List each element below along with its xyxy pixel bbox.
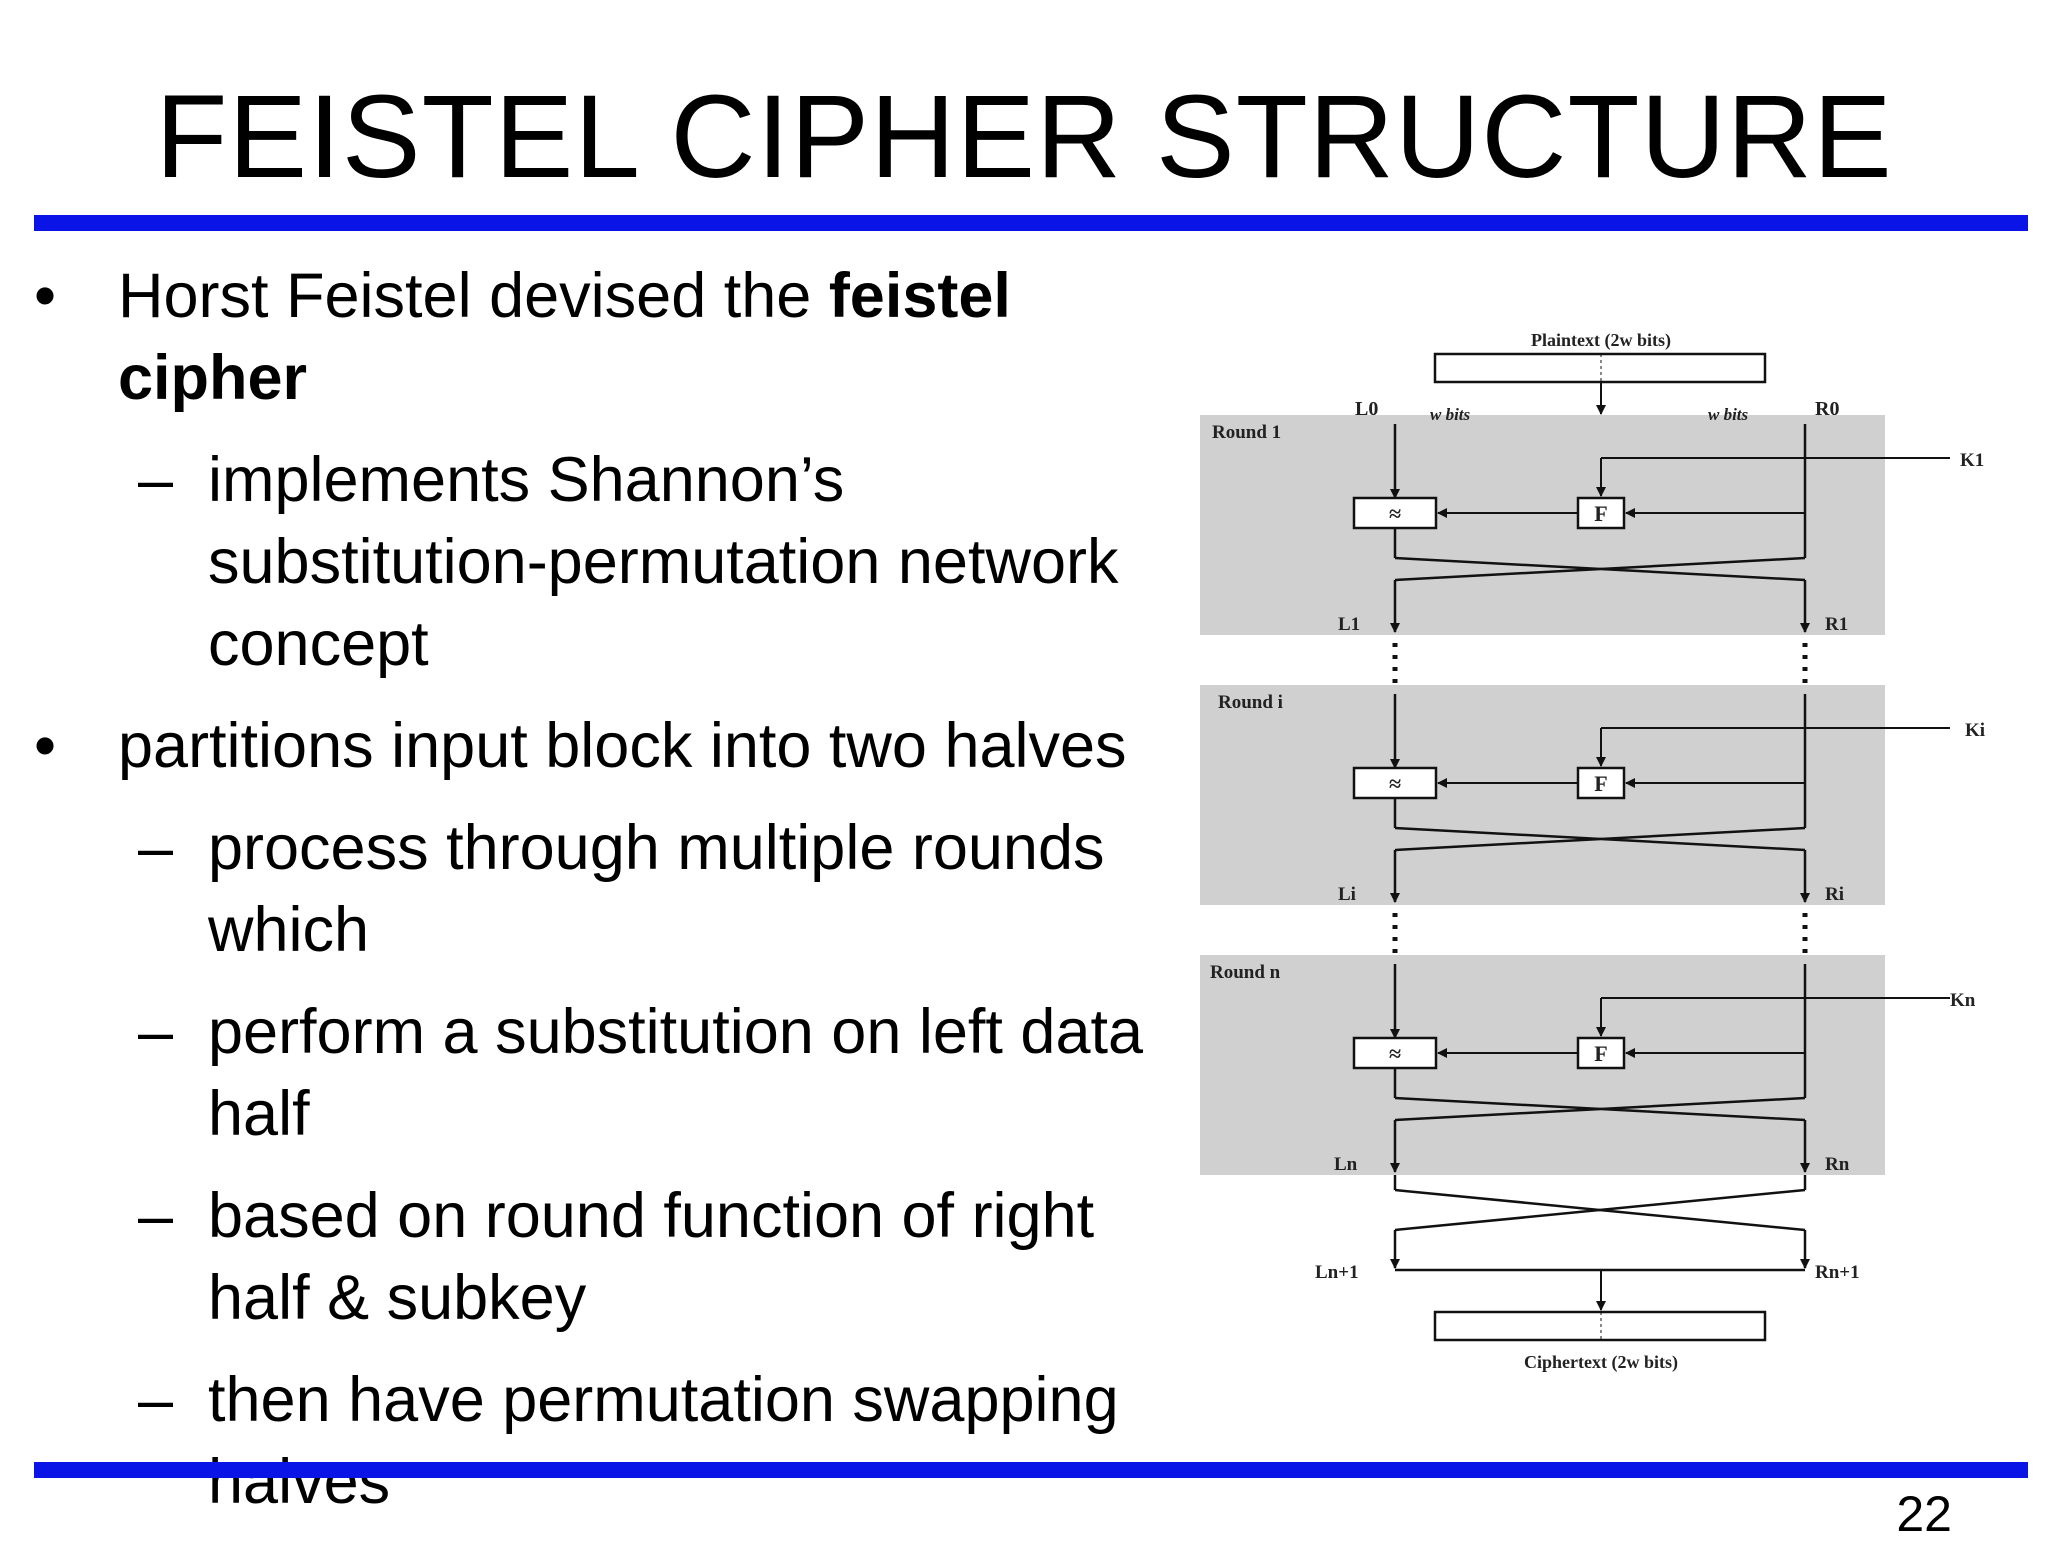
ciphertext-box (1433, 1310, 1767, 1342)
rn1-label: Rn+1 (1815, 1262, 1860, 1283)
bullet-dot-icon: • (34, 711, 57, 781)
ln-label: Ln (1334, 1154, 1358, 1175)
feistel-diagram-svg: Plaintext (2w bits) L0 R0 w bits w bits … (1200, 330, 1985, 1373)
xor-icon: ≈ (1389, 501, 1401, 526)
bullet-text: partitions input block into two halves (118, 711, 1127, 781)
round-i-label: Round i (1218, 692, 1283, 713)
sub-bullet-line: halves (208, 1447, 391, 1517)
w-bits-right-label: w bits (1708, 405, 1749, 424)
bullet-item: • partitions input block into two halves (34, 705, 1194, 787)
sub-bullet-line: which (208, 895, 370, 965)
round-1-panel (1200, 415, 1885, 635)
plaintext-box (1433, 352, 1767, 384)
bullet-item: • Horst Feistel devised the feistel ciph… (34, 255, 1194, 419)
r0-label: R0 (1815, 398, 1839, 420)
sub-bullet-line: half & subkey (208, 1263, 587, 1333)
ciphertext-label: Ciphertext (2w bits) (1524, 1352, 1678, 1373)
r1-label: R1 (1825, 614, 1848, 635)
feistel-diagram: Plaintext (2w bits) L0 R0 w bits w bits … (1190, 318, 2020, 1408)
bullet-text: Horst Feistel devised the (118, 261, 829, 331)
dash-icon: – (138, 997, 174, 1067)
round-1-label: Round 1 (1212, 422, 1281, 443)
w-bits-left-label: w bits (1430, 405, 1471, 424)
f-function-label: F (1594, 501, 1607, 526)
sub-bullet-line: then have permutation swapping (208, 1365, 1119, 1435)
sub-bullet-item: – based on round function of right half … (34, 1175, 1194, 1339)
page-number: 22 (1896, 1486, 1952, 1542)
ki-label: Ki (1965, 720, 1985, 741)
bullet-dot-icon: • (34, 261, 57, 331)
sub-bullet-line: process through multiple rounds (208, 813, 1105, 883)
xor-icon: ≈ (1389, 1041, 1401, 1066)
f-function-label: F (1594, 1041, 1607, 1066)
l0-label: L0 (1355, 398, 1378, 420)
plaintext-label: Plaintext (2w bits) (1531, 330, 1671, 351)
round-n-panel (1200, 955, 1885, 1175)
bullet-list: • Horst Feistel devised the feistel ciph… (34, 255, 1194, 1543)
kn-label: Kn (1950, 990, 1976, 1011)
sub-bullet-line: concept (208, 609, 429, 679)
sub-bullet-item: – perform a substitution on left data ha… (34, 991, 1194, 1155)
sub-bullet-line: implements Shannon’s (208, 445, 845, 515)
rn-label: Rn (1825, 1154, 1850, 1175)
dash-icon: – (138, 1181, 174, 1251)
li-label: Li (1338, 884, 1356, 905)
dash-icon: – (138, 813, 174, 883)
round-n-label: Round n (1210, 962, 1281, 983)
dash-icon: – (138, 1365, 174, 1435)
sub-bullet-item: – process through multiple rounds which (34, 807, 1194, 971)
xor-box (1352, 496, 1438, 530)
sub-bullet-line: based on round function of right (208, 1181, 1095, 1251)
k1-label: K1 (1960, 450, 1984, 471)
bullet-bold-text: feistel cipher (118, 261, 1011, 413)
f-function-label: F (1594, 771, 1607, 796)
ln1-label: Ln+1 (1315, 1262, 1359, 1283)
xor-icon: ≈ (1389, 771, 1401, 796)
round-i-panel (1200, 685, 1885, 905)
l1-label: L1 (1338, 614, 1360, 635)
slide-title: FEISTEL CIPHER STRUCTURE (155, 71, 1893, 203)
xor-box (1352, 1036, 1438, 1070)
bottom-rule (34, 1462, 2028, 1478)
sub-bullet-line: half (208, 1079, 310, 1149)
sub-bullet-item: – then have permutation swapping halves (34, 1359, 1194, 1523)
ri-label: Ri (1825, 884, 1844, 905)
sub-bullet-item: – implements Shannon’s substitution-perm… (34, 439, 1194, 685)
xor-box (1352, 766, 1438, 800)
sub-bullet-line: substitution-permutation network (208, 527, 1119, 597)
top-rule (34, 215, 2028, 231)
sub-bullet-line: perform a substitution on left data (208, 997, 1144, 1067)
dash-icon: – (138, 445, 174, 515)
